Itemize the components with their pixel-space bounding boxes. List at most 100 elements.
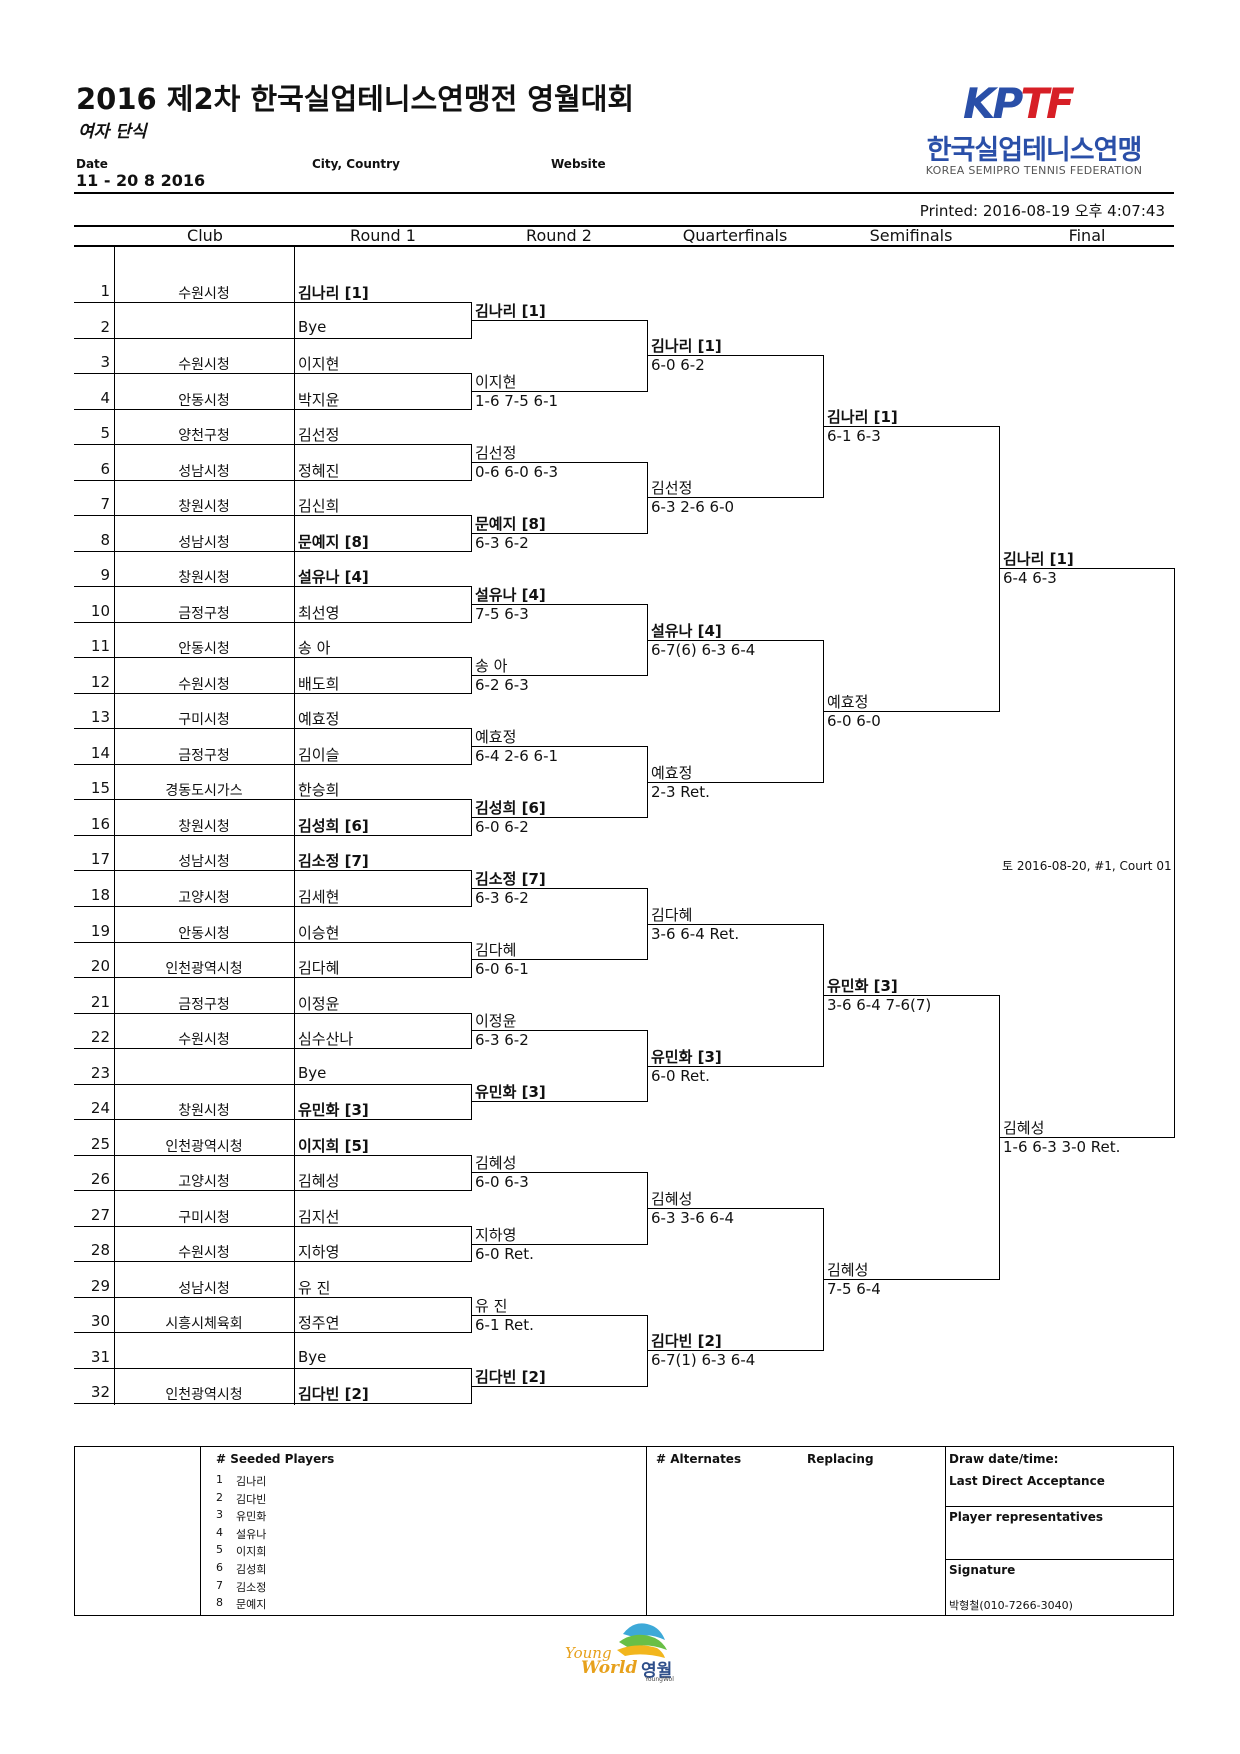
round1-player: 문예지 [8] <box>298 532 369 551</box>
entry-line <box>74 1403 471 1405</box>
quarterfinals-score: 6-0 Ret. <box>651 1066 710 1085</box>
round2-winner: 이정윤 <box>475 1012 517 1031</box>
club-name: 수원시청 <box>178 676 230 693</box>
signature-label: Signature <box>949 1563 1016 1577</box>
entry-line <box>74 586 471 588</box>
quarterfinals-line <box>647 1065 823 1067</box>
final-score: 6-4 6-3 <box>1003 569 1057 588</box>
club-name: 안동시청 <box>178 925 230 942</box>
round1-player: Bye <box>298 317 327 336</box>
footer-panel <box>74 1446 1174 1616</box>
round2-line <box>471 1172 647 1174</box>
draw-position: 21 <box>90 992 110 1011</box>
round2-score: 7-5 6-3 <box>475 605 529 623</box>
draw-position: 13 <box>90 708 110 727</box>
replacing-label: Replacing <box>807 1452 874 1466</box>
round2-line <box>471 390 647 392</box>
round1-player: Bye <box>298 1063 327 1082</box>
club-name: 수원시청 <box>178 286 230 302</box>
draw-position: 16 <box>90 814 110 833</box>
city-label: City, Country <box>312 157 400 171</box>
col-header-final: Final <box>1068 226 1106 245</box>
round1-player: 김성희 [6] <box>298 816 369 835</box>
world-text: World <box>581 1658 638 1678</box>
final-line <box>999 1136 1175 1138</box>
draw-position: 28 <box>90 1241 110 1260</box>
round2-score: 6-3 6-2 <box>475 1031 529 1050</box>
yeongwol-korean: 영월 <box>641 1661 673 1681</box>
entry-line <box>74 621 471 623</box>
round2-winner: 김다혜 <box>475 941 517 960</box>
final-match-info: 토 2016-08-20, #1, Court 01 <box>1002 859 1172 873</box>
round1-player: 한승희 <box>298 781 340 800</box>
round2-winner: 지하영 <box>475 1225 517 1244</box>
club-right-divider <box>294 247 295 1405</box>
club-name: 구미시청 <box>178 1209 230 1226</box>
final-score: 1-6 6-3 3-0 Ret. <box>1003 1137 1121 1156</box>
draw-position: 5 <box>100 424 110 443</box>
draw-position: 29 <box>90 1276 110 1295</box>
round2-line <box>471 1101 647 1103</box>
draw-position: 30 <box>90 1312 110 1331</box>
club-name: 성남시청 <box>178 534 230 551</box>
draw-position: 3 <box>100 353 110 372</box>
club-name: 구미시청 <box>178 712 230 729</box>
round1-player: 김소정 [7] <box>298 852 369 871</box>
draw-position: 14 <box>90 743 110 762</box>
club-left-divider <box>114 247 115 1405</box>
seed-number: 8 <box>216 1596 223 1610</box>
draw-position: 10 <box>90 601 110 620</box>
semifinals-winner: 김나리 [1] <box>827 408 898 427</box>
round1-player: 김나리 [1] <box>298 284 369 302</box>
semifinals-score: 6-1 6-3 <box>827 427 881 446</box>
columns-top-rule <box>74 225 1174 227</box>
seed-number: 2 <box>216 1490 223 1504</box>
round2-score: 1-6 7-5 6-1 <box>475 391 559 410</box>
round1-player: 유 진 <box>298 1278 331 1297</box>
logo-english-name: KOREA SEMIPRO TENNIS FEDERATION <box>925 164 1143 177</box>
semifinals-line <box>823 426 999 428</box>
entry-line <box>74 373 471 375</box>
draw-position: 19 <box>90 921 110 940</box>
draw-datetime-label: Draw date/time: <box>949 1452 1059 1466</box>
col-header-quarterfinals: Quarterfinals <box>682 226 788 245</box>
event-subtitle: 여자 단식 <box>78 122 147 142</box>
semifinals-score: 3-6 6-4 7-6(7) <box>827 995 932 1014</box>
round2-winner: 유 진 <box>475 1296 508 1315</box>
date-value: 11 - 20 8 2016 <box>76 171 206 190</box>
final-winner: 김혜성 <box>1003 1118 1045 1137</box>
draw-position: 22 <box>90 1028 110 1047</box>
draw-position: 7 <box>100 495 110 514</box>
seed-player: 설유나 <box>236 1527 267 1541</box>
entry-line <box>74 692 471 694</box>
entry-line <box>74 657 471 659</box>
quarterfinals-line <box>647 1208 823 1209</box>
quarterfinals-winner: 설유나 [4] <box>651 621 722 640</box>
entry-line <box>74 1154 471 1156</box>
entry-line <box>74 1296 471 1298</box>
final-connector <box>1174 568 1175 1138</box>
seed-player: 김성희 <box>236 1563 267 1576</box>
seed-player: 김소정 <box>236 1580 267 1594</box>
round2-line <box>471 1385 647 1387</box>
round2-line <box>471 1314 647 1316</box>
club-name: 창원시청 <box>178 499 230 516</box>
printed-timestamp: Printed: 2016-08-19 오후 4:07:43 <box>919 202 1165 220</box>
logo-korean-name: 한국실업테니스연맹 <box>926 135 1143 166</box>
entry-line <box>74 1190 471 1192</box>
round2-line <box>471 1243 647 1245</box>
club-name: 성남시청 <box>178 1280 230 1297</box>
entry-line <box>74 550 471 552</box>
club-name: 창원시청 <box>178 818 230 835</box>
footer-divider-1 <box>200 1446 201 1616</box>
round2-winner: 김혜성 <box>475 1154 517 1173</box>
round1-player: 이지희 [5] <box>298 1136 369 1155</box>
quarterfinals-score: 6-3 2-6 6-0 <box>651 498 735 517</box>
entry-line <box>74 1367 471 1369</box>
semifinals-winner: 김혜성 <box>827 1261 869 1280</box>
round2-score: 6-0 Ret. <box>475 1244 534 1263</box>
alternates-label: # Alternates <box>656 1452 742 1466</box>
quarterfinals-line <box>647 923 823 925</box>
round1-player: 박지윤 <box>298 390 340 409</box>
seed-number: 4 <box>216 1525 223 1539</box>
